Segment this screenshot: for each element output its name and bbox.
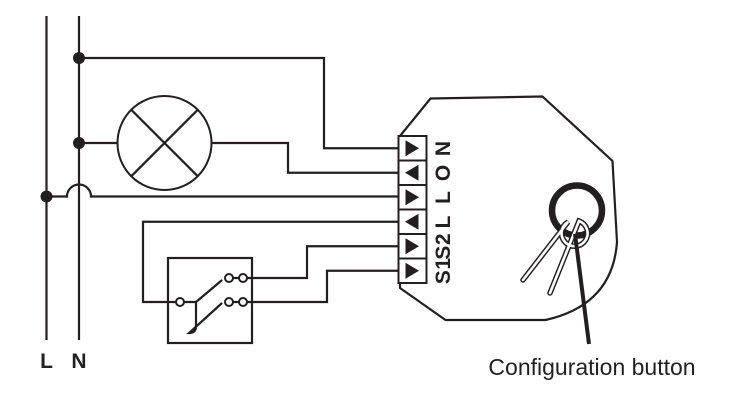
- l-rail-label: L: [40, 350, 53, 373]
- terminal-s1: S1: [397, 257, 455, 284]
- junction-dot-n-top: [73, 52, 85, 64]
- arrow-left-icon: [405, 213, 419, 230]
- n-rail-label: N: [71, 350, 86, 373]
- terminal-l-in: L: [397, 184, 455, 211]
- terminal-block: N O L L S2 S1: [397, 135, 455, 284]
- arrow-right-icon: [405, 140, 419, 157]
- arrow-right-icon: [405, 238, 419, 255]
- wire-switch-to-s2: [247, 245, 399, 280]
- junction-dot-l: [40, 190, 53, 203]
- terminal-label-n: N: [432, 140, 455, 156]
- wire-l-terminal-to-switch: [141, 220, 399, 304]
- switch-common-contact: [175, 297, 185, 307]
- junction-dot-n-lamp: [73, 137, 85, 149]
- wall-switch: [166, 256, 254, 345]
- wires: [40, 52, 399, 304]
- arrow-right-icon: [405, 262, 419, 279]
- switch-lower-contact: [238, 297, 248, 307]
- lamp-cross-line: [130, 109, 199, 177]
- callout-pointer-line: [573, 233, 591, 345]
- wire-lamp-to-o-terminal: [211, 141, 399, 174]
- terminal-label-o: O: [432, 164, 455, 181]
- arrow-right-icon: [405, 189, 419, 206]
- terminal-label-s1: S1: [432, 257, 455, 284]
- arrow-left-icon: [405, 164, 419, 181]
- switch-lower-contact: [224, 297, 234, 307]
- switch-upper-contact: [224, 273, 234, 283]
- switch-box: [166, 256, 254, 345]
- switch-lever-down: [186, 300, 223, 335]
- lamp-icon: [116, 95, 213, 191]
- wire-n-to-terminal: [79, 56, 399, 150]
- wire-switch-to-s1: [247, 269, 399, 304]
- switch-lever-up: [194, 279, 223, 304]
- terminal-s2: S2: [397, 233, 455, 260]
- terminal-label-l2: L: [432, 215, 455, 228]
- callout-label: Configuration button: [488, 354, 695, 380]
- callout: Configuration button: [488, 233, 696, 380]
- wire-l-to-terminal-with-hop: [46, 183, 399, 198]
- switch-upper-contact: [238, 273, 248, 283]
- power-rails: L N: [40, 16, 87, 373]
- terminal-label-l: L: [432, 191, 455, 204]
- terminal-l-out: L: [397, 208, 455, 235]
- relay-device-body: [398, 95, 619, 322]
- terminal-label-s2: S2: [432, 233, 455, 260]
